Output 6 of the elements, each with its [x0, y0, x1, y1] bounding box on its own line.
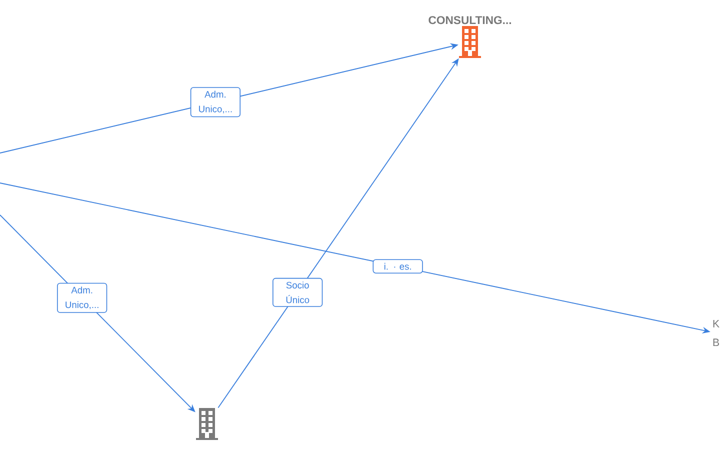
company-name: K B: [713, 320, 720, 346]
edge-label: i. · es.: [372, 259, 423, 274]
edge-label: Adm. Unico,...: [190, 87, 241, 118]
building-icon: [196, 408, 218, 440]
edge-label: Adm. Unico,...: [57, 282, 108, 313]
edge-label: Socio Único: [272, 278, 323, 307]
